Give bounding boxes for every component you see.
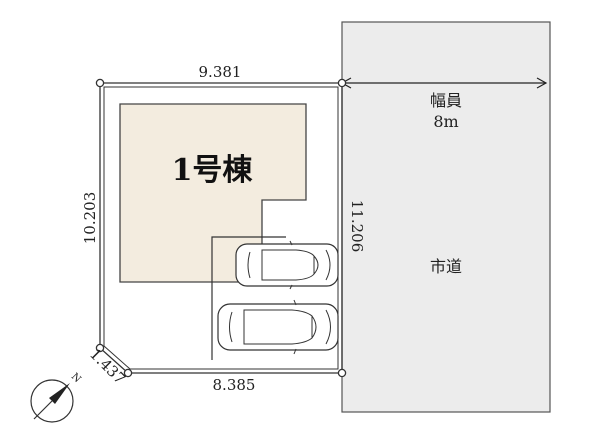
compass: N xyxy=(30,371,83,423)
corner-marker-top-right xyxy=(337,78,347,88)
dimension-left: 10.203 xyxy=(81,192,99,245)
car-lower xyxy=(217,299,339,355)
dimension-right: 11.206 xyxy=(348,200,366,253)
corner-marker-left xyxy=(95,343,105,353)
compass-needle-icon xyxy=(49,383,70,404)
compass-letter: N xyxy=(69,371,83,385)
parking-outline xyxy=(211,236,286,360)
lot-boundary-inner xyxy=(103,86,339,370)
corner-marker-bottom-right xyxy=(337,368,347,378)
road-area xyxy=(341,21,551,413)
compass-needle-tail xyxy=(33,400,53,420)
corner-marker-top-left xyxy=(95,78,105,88)
building-label: 1号棟 xyxy=(172,153,254,188)
road-width-title: 幅員 xyxy=(430,91,462,110)
dimension-corner: 1.437 xyxy=(86,345,129,388)
dimension-top: 9.381 xyxy=(199,63,242,81)
corner-marker-bottom-left xyxy=(123,368,133,378)
road-width-value: 8m xyxy=(433,112,458,131)
road-name: 市道 xyxy=(430,257,462,276)
car-upper xyxy=(235,240,339,290)
lot-boundary-outer xyxy=(99,82,343,374)
dimension-bottom: 8.385 xyxy=(213,376,256,394)
road-width-arrowhead-right xyxy=(536,77,548,89)
